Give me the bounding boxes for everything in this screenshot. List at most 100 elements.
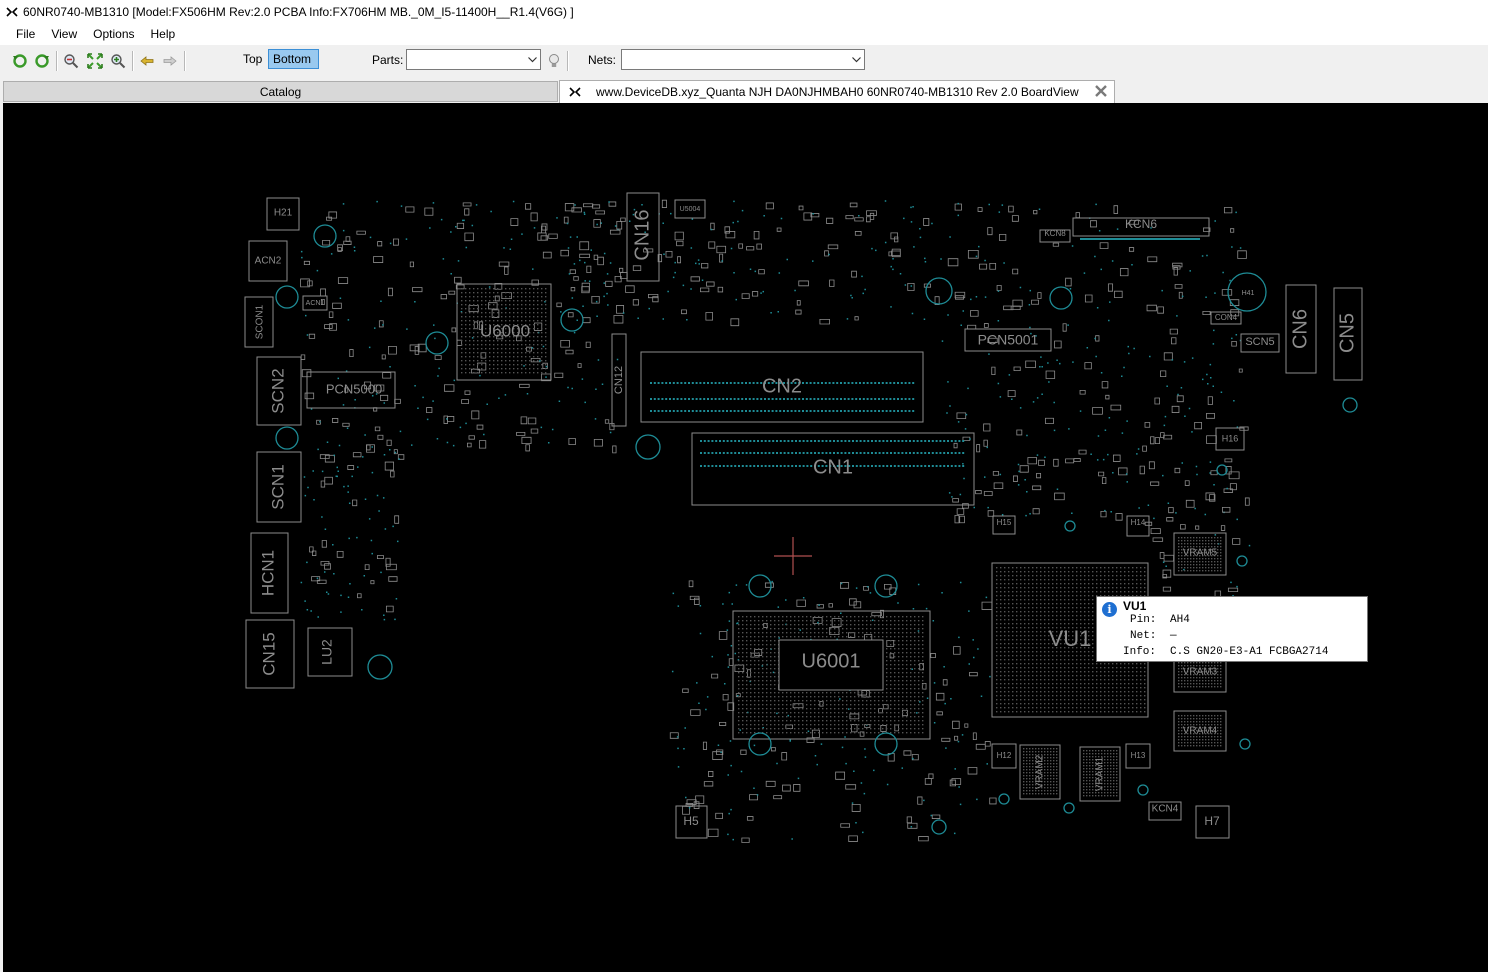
- tab-bar: Catalog www.DeviceDB.xyz_Quanta NJH DA0N…: [0, 80, 1488, 103]
- component-label: HCN1: [258, 550, 277, 596]
- component-outline: [991, 743, 1017, 769]
- component-label: ACN2: [255, 256, 282, 267]
- small-parts: [309, 444, 405, 613]
- toolbar-separator: [567, 51, 569, 71]
- menu-file[interactable]: File: [16, 27, 36, 41]
- light-bulb-icon[interactable]: [545, 52, 563, 70]
- tab-boardview[interactable]: www.DeviceDB.xyz_Quanta NJH DA0NJHMBAH0 …: [559, 80, 1115, 103]
- tooltip-info-value: C.S GN20-E3-A1 FCBGA2714: [1170, 646, 1329, 658]
- component-label: VRAM5: [1183, 548, 1218, 559]
- component-label: H12: [997, 751, 1012, 760]
- component-outline: [1333, 287, 1363, 381]
- close-icon[interactable]: [1094, 84, 1108, 98]
- parts-combobox[interactable]: [406, 49, 541, 70]
- mounting-hole: [560, 308, 584, 332]
- side-bottom-button[interactable]: Bottom: [268, 49, 319, 69]
- component-label: U5004: [680, 206, 701, 213]
- component-outline: [1285, 284, 1317, 374]
- tab-boardview-label: www.DeviceDB.xyz_Quanta NJH DA0NJHMBAH0 …: [596, 85, 1079, 99]
- pad-row: [650, 382, 915, 384]
- forward-arrow-icon[interactable]: [161, 52, 179, 70]
- chevron-down-icon[interactable]: [848, 50, 864, 69]
- pin-grid: [1178, 537, 1222, 572]
- pin-grid: [1178, 656, 1222, 688]
- menu-help[interactable]: Help: [150, 27, 176, 41]
- tooltip-pin-label: Pin:: [1130, 614, 1157, 626]
- mounting-hole: [1216, 464, 1228, 476]
- tab-catalog[interactable]: Catalog: [3, 81, 558, 102]
- small-parts: [947, 203, 1249, 524]
- mounting-hole: [925, 277, 953, 305]
- nets-label: Nets:: [588, 53, 617, 67]
- zoom-fit-icon[interactable]: [86, 52, 104, 70]
- info-icon: i: [1102, 602, 1117, 617]
- vias: [300, 200, 619, 448]
- component-tooltip: i VU1 Pin: AH4 Net: — Info: C.S GN20-E3-…: [1096, 596, 1368, 662]
- crosshair-cursor: [774, 537, 812, 575]
- component-outline: [1240, 333, 1280, 353]
- mounting-hole: [931, 819, 947, 835]
- small-parts: [300, 201, 624, 455]
- pad-row: [1080, 238, 1200, 240]
- component-label: SCN1: [268, 464, 287, 509]
- menu-bar: File View Options Help: [0, 24, 1488, 45]
- component-label: H41: [1242, 290, 1255, 297]
- small-parts: [560, 199, 940, 327]
- menu-view[interactable]: View: [51, 27, 78, 41]
- mounting-hole: [748, 574, 772, 598]
- component-label: SCN2: [268, 368, 287, 413]
- chevron-down-icon[interactable]: [524, 50, 540, 69]
- toolbar: Top Bottom Parts: Nets:: [0, 46, 1488, 74]
- component-label: CN6: [1289, 309, 1311, 349]
- component-label: KCN8: [1044, 229, 1066, 238]
- component-label: PCN5001: [978, 332, 1039, 348]
- mounting-hole: [635, 434, 661, 460]
- component-outline: [1173, 532, 1227, 576]
- vias: [671, 580, 991, 841]
- rotate-left-icon[interactable]: [11, 52, 29, 70]
- mounting-hole: [1227, 272, 1267, 312]
- small-parts: [669, 580, 997, 843]
- vias: [940, 202, 1242, 517]
- component-outline: [964, 328, 1052, 352]
- mounting-hole: [1342, 397, 1358, 413]
- side-top-button[interactable]: Top: [243, 52, 263, 66]
- component-outline: [266, 197, 300, 231]
- component-outline: [674, 199, 706, 219]
- component-outline: [1173, 710, 1227, 752]
- mounting-hole: [748, 732, 772, 756]
- component-outline: [640, 351, 924, 423]
- mounting-hole: [275, 426, 299, 450]
- component-outline: [250, 532, 289, 614]
- component-label: CN15: [259, 632, 278, 675]
- rotate-right-icon[interactable]: [33, 52, 51, 70]
- zoom-out-icon[interactable]: [62, 52, 80, 70]
- component-label: VRAM3: [1183, 667, 1218, 678]
- component-outline: [732, 610, 931, 740]
- back-arrow-icon[interactable]: [138, 52, 156, 70]
- window-title: 60NR0740-MB1310 [Model:FX506HM Rev:2.0 P…: [23, 5, 574, 19]
- component-label: CON4: [1215, 313, 1238, 322]
- tooltip-title: VU1: [1123, 599, 1147, 613]
- zoom-in-icon[interactable]: [109, 52, 127, 70]
- nets-combobox[interactable]: [621, 49, 865, 70]
- component-outline: [306, 371, 396, 409]
- mounting-hole: [425, 331, 449, 355]
- pad-row: [650, 398, 915, 400]
- component-label: VU1: [1049, 626, 1092, 651]
- component-label: CN5: [1336, 313, 1358, 353]
- mounting-hole: [1236, 555, 1248, 567]
- pad-row: [700, 465, 965, 467]
- tooltip-info-label: Info:: [1123, 646, 1157, 658]
- component-label: VRAM2: [1035, 754, 1046, 789]
- component-label: CN16: [631, 209, 653, 260]
- component-label: VRAM1: [1095, 756, 1106, 791]
- pad-row: [700, 452, 965, 454]
- mounting-hole: [1137, 784, 1149, 796]
- menu-options[interactable]: Options: [93, 27, 135, 41]
- component-label: KCN6: [1125, 217, 1157, 231]
- component-outline: [245, 619, 295, 689]
- component-outline: [1210, 311, 1242, 325]
